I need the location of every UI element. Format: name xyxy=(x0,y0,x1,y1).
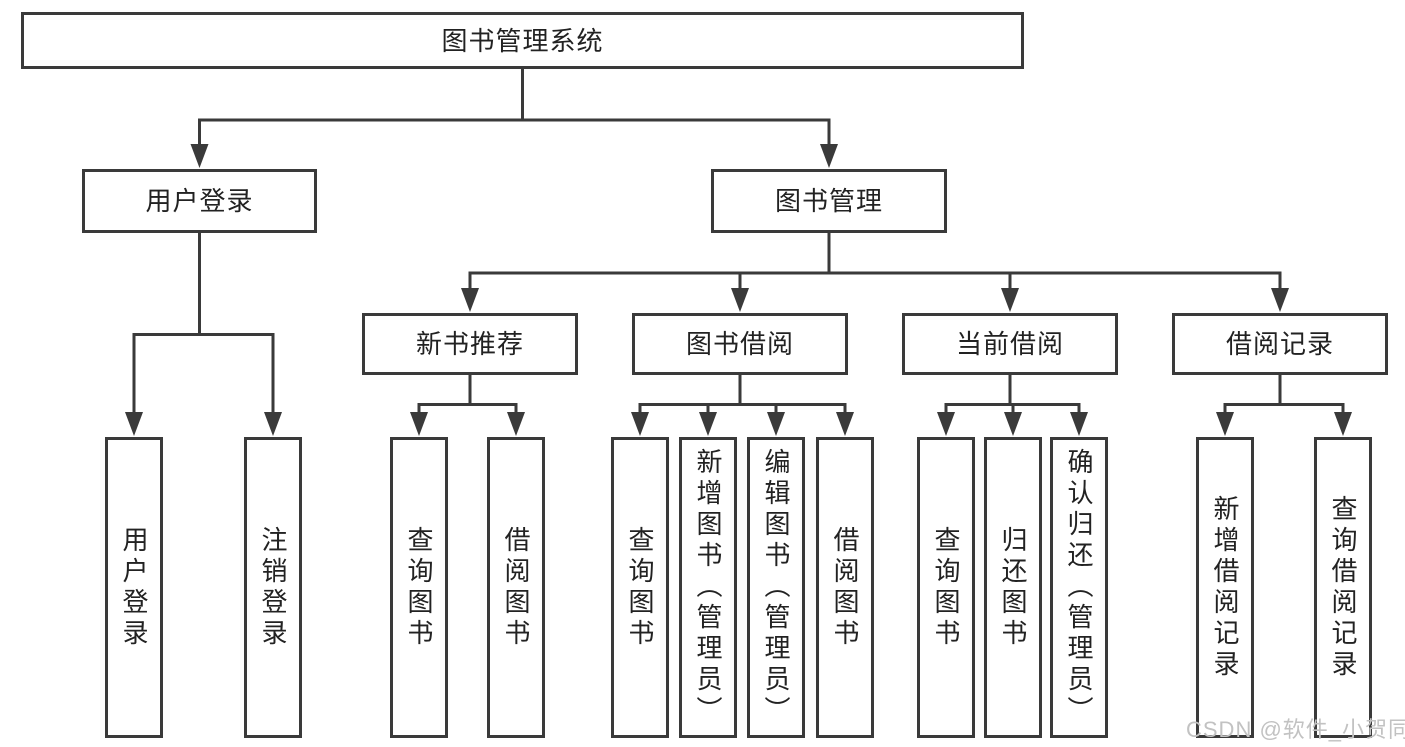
leaf-records-add-record: 新增借阅记录 xyxy=(1196,437,1254,738)
leaf-borrow-add-books-admin: 新增图书（管理员） xyxy=(679,437,737,738)
node-user-login: 用户登录 xyxy=(82,169,317,233)
leaf-borrow-edit-books-admin: 编辑图书（管理员） xyxy=(747,437,805,738)
leaf-records-query-record: 查询借阅记录 xyxy=(1314,437,1372,738)
node-root-system: 图书管理系统 xyxy=(21,12,1024,69)
csdn-watermark: CSDN @软件_小贺同学 xyxy=(1186,717,1405,742)
leaf-recommend-borrow-books: 借阅图书 xyxy=(487,437,545,738)
node-book-management: 图书管理 xyxy=(711,169,947,233)
node-book-borrow: 图书借阅 xyxy=(632,313,848,375)
node-current-borrow: 当前借阅 xyxy=(902,313,1118,375)
node-borrow-records: 借阅记录 xyxy=(1172,313,1388,375)
leaf-current-return-books: 归还图书 xyxy=(984,437,1042,738)
leaf-user-login: 用户登录 xyxy=(105,437,163,738)
leaf-borrow-borrow-books: 借阅图书 xyxy=(816,437,874,738)
node-new-book-recommend: 新书推荐 xyxy=(362,313,578,375)
leaf-logout: 注销登录 xyxy=(244,437,302,738)
leaf-current-confirm-return-admin: 确认归还（管理员） xyxy=(1050,437,1108,738)
leaf-borrow-query-books: 查询图书 xyxy=(611,437,669,738)
leaf-recommend-query-books: 查询图书 xyxy=(390,437,448,738)
leaf-current-query-books: 查询图书 xyxy=(917,437,975,738)
